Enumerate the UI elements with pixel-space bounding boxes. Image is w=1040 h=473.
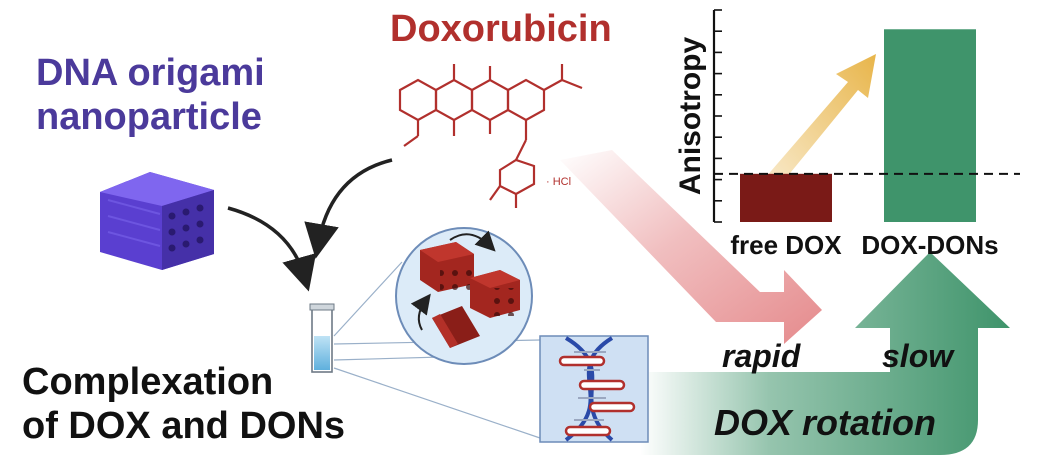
doxorubicin-structure bbox=[398, 64, 583, 208]
bar-free-dox bbox=[740, 173, 832, 222]
dna-helix-panel bbox=[539, 335, 649, 443]
arrow-from-don bbox=[227, 206, 317, 292]
bar-dox-dons bbox=[884, 29, 976, 222]
y-axis-label: Anisotropy bbox=[674, 37, 707, 196]
origami-bundle-top bbox=[420, 242, 474, 292]
anisotropy-chart: free DOX DOX-DONs Anisotropy bbox=[674, 9, 1020, 260]
rotation-label: DOX rotation bbox=[714, 402, 936, 443]
doxorubicin-label: Doxorubicin bbox=[390, 8, 612, 50]
slow-label: slow bbox=[882, 338, 954, 374]
category-label: free DOX bbox=[730, 230, 842, 260]
rapid-arrow bbox=[560, 150, 822, 344]
rapid-label: rapid bbox=[722, 338, 801, 374]
hcl-label: · HCl bbox=[546, 176, 571, 188]
zoom-circle bbox=[395, 227, 533, 365]
cuvette bbox=[309, 303, 335, 373]
complexation-label-line2: of DOX and DONs bbox=[22, 405, 346, 447]
arrow-from-dox bbox=[304, 158, 393, 259]
increase-arrow bbox=[746, 54, 876, 210]
nanoparticle-label-line1: DNA origami bbox=[36, 52, 265, 94]
origami-bundle-bottom bbox=[432, 306, 480, 348]
dna-origami-bundle bbox=[100, 172, 214, 270]
origami-bundle-right bbox=[470, 270, 520, 318]
nanoparticle-label-line2: nanoparticle bbox=[36, 96, 262, 138]
complexation-label-line1: Complexation bbox=[22, 361, 274, 403]
category-label: DOX-DONs bbox=[861, 230, 998, 260]
slow-arrow bbox=[640, 252, 1010, 455]
